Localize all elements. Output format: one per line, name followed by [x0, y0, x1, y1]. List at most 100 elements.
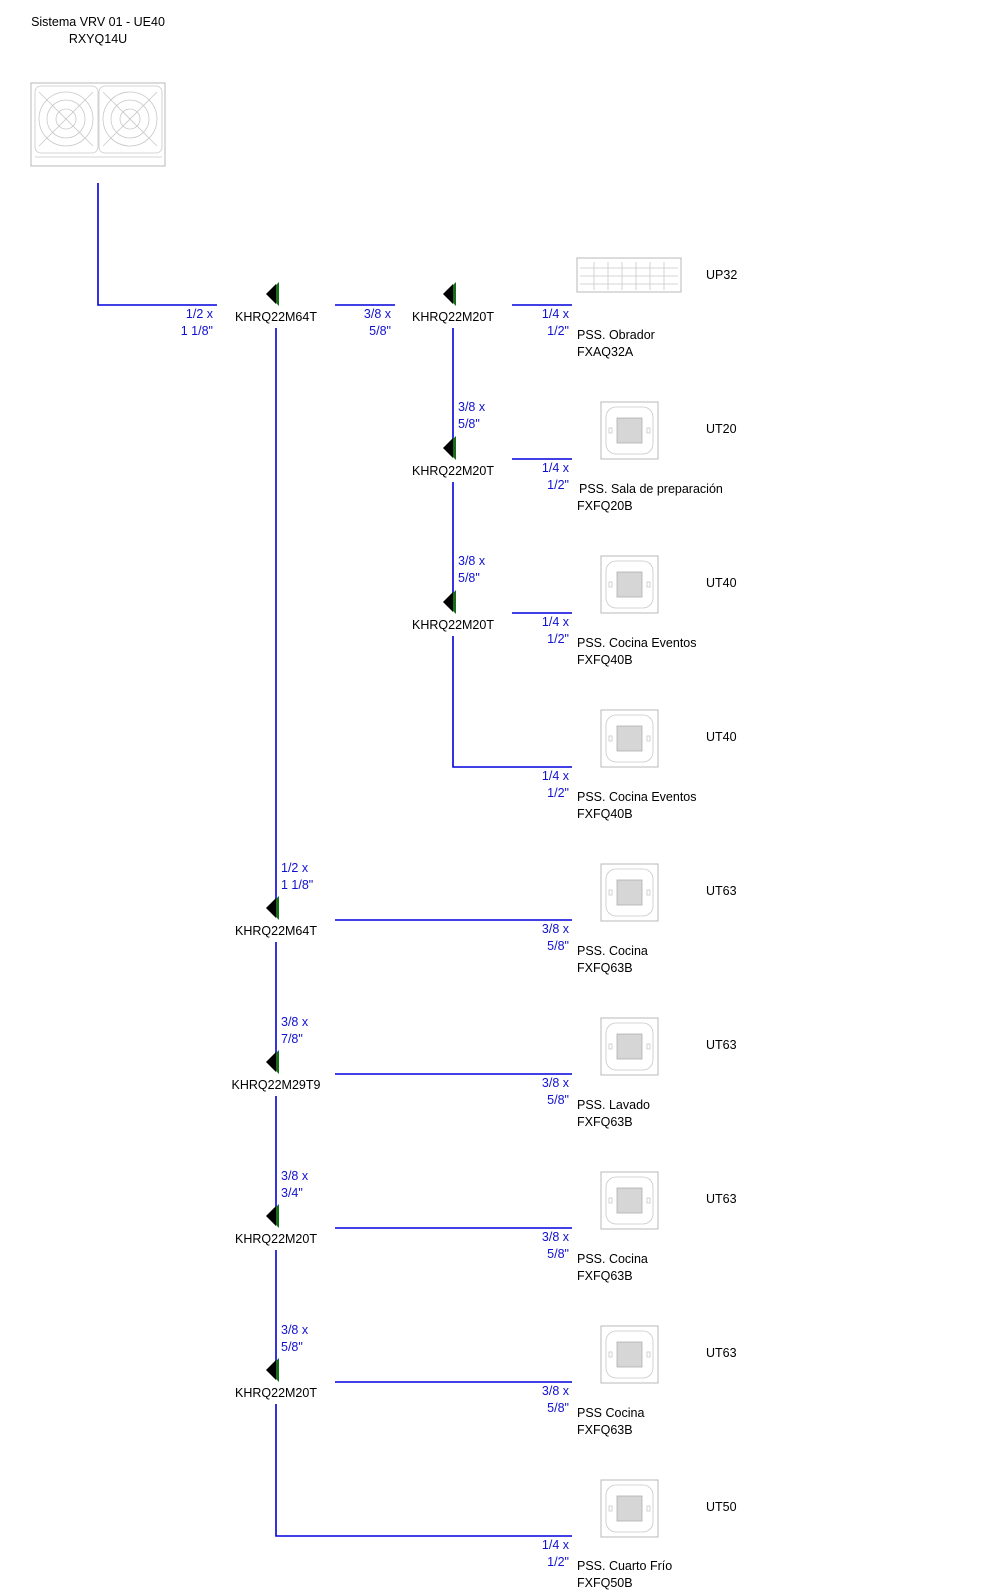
unit-model: FXFQ63B: [577, 1423, 633, 1437]
cassette-unit-icon[interactable]: [600, 555, 659, 614]
unit-model: FXFQ63B: [577, 961, 633, 975]
unit-model: FXAQ32A: [577, 345, 634, 359]
unit-pipe-label: 1/2": [547, 324, 569, 338]
cassette-unit-icon[interactable]: [600, 1171, 659, 1230]
unit-model: FXFQ63B: [577, 1115, 633, 1129]
pipe-label: 1/2 x: [186, 307, 214, 321]
cassette-unit-icon[interactable]: [600, 401, 659, 460]
pipe-label: 7/8": [281, 1032, 303, 1046]
pipe-label: 3/4": [281, 1186, 303, 1200]
unit-model: FXFQ50B: [577, 1576, 633, 1590]
pipe-label: 3/8 x: [281, 1169, 309, 1183]
pipe-label: 3/8 x: [281, 1015, 309, 1029]
unit-model: FXFQ40B: [577, 807, 633, 821]
refnet-joints: KHRQ22M64T KHRQ22M20T KHRQ22M20T KHRQ22M…: [232, 282, 494, 1400]
cassette-unit-icon[interactable]: [600, 1017, 659, 1076]
outdoor-unit-icon[interactable]: [30, 82, 166, 167]
pipe-label: 3/8 x: [458, 554, 486, 568]
indoor-unit: UP32 1/4 x 1/2" PSS. Obrador FXAQ32A: [542, 257, 737, 359]
unit-pipe-label: 5/8": [547, 939, 569, 953]
system-model: RXYQ14U: [69, 32, 127, 46]
unit-room: PSS Cocina: [577, 1406, 644, 1420]
unit-pipe-label: 1/4 x: [542, 1538, 570, 1552]
indoor-unit: UT40 1/4 x 1/2" PSS. Cocina Eventos FXFQ…: [542, 555, 737, 667]
joint-label: KHRQ22M20T: [412, 310, 494, 324]
unit-room: PSS. Cocina: [577, 944, 648, 958]
pipe-j4-unit4-line[interactable]: [452, 636, 572, 768]
unit-code: UT50: [706, 1500, 737, 1514]
pipe-main-line[interactable]: [97, 183, 217, 306]
unit-pipe-label: 1/2": [547, 478, 569, 492]
unit-pipe-label: 1/2": [547, 632, 569, 646]
pipe-label: 5/8": [458, 417, 480, 431]
wall-unit-icon[interactable]: [576, 257, 682, 293]
unit-model: FXFQ63B: [577, 1269, 633, 1283]
pipe-network: [97, 183, 572, 1537]
indoor-unit: UT63 3/8 x 5/8" PSS. Cocina FXFQ63B: [542, 1171, 737, 1283]
unit-room: PSS. Sala de preparación: [579, 482, 723, 496]
pipe-label: 1 1/8": [181, 324, 213, 338]
pipe-label: 5/8": [369, 324, 391, 338]
pipe-label: 3/8 x: [281, 1323, 309, 1337]
unit-room: PSS. Lavado: [577, 1098, 650, 1112]
pipe-size-labels: 1/2 x 1 1/8" 3/8 x 5/8" 3/8 x 5/8" 3/8 x…: [181, 307, 486, 1354]
cassette-unit-icon[interactable]: [600, 1325, 659, 1384]
indoor-unit: UT63 3/8 x 5/8" PSS. Cocina FXFQ63B: [542, 863, 737, 975]
joint-label: KHRQ22M20T: [412, 464, 494, 478]
pipe-label: 3/8 x: [458, 400, 486, 414]
refnet-joint-icon[interactable]: [443, 436, 456, 460]
cassette-unit-icon[interactable]: [600, 1479, 659, 1538]
refnet-joint-icon[interactable]: [266, 1204, 279, 1228]
indoor-unit: UT63 3/8 x 5/8" PSS Cocina FXFQ63B: [542, 1325, 737, 1437]
unit-room: PSS. Cocina Eventos: [577, 790, 697, 804]
refnet-joint-icon[interactable]: [266, 1050, 279, 1074]
unit-room: PSS. Cuarto Frío: [577, 1559, 672, 1573]
unit-pipe-label: 1/2": [547, 786, 569, 800]
refnet-joint-icon[interactable]: [266, 282, 279, 306]
unit-pipe-label: 3/8 x: [542, 1384, 570, 1398]
joint-label: KHRQ22M20T: [235, 1232, 317, 1246]
unit-pipe-label: 1/4 x: [542, 769, 570, 783]
joint-label: KHRQ22M20T: [412, 618, 494, 632]
unit-pipe-label: 1/4 x: [542, 461, 570, 475]
refnet-joint-icon[interactable]: [266, 1358, 279, 1382]
joint-label: KHRQ22M29T9: [232, 1078, 321, 1092]
indoor-unit: UT20 1/4 x 1/2" PSS. Sala de preparación…: [542, 401, 737, 513]
pipe-label: 3/8 x: [364, 307, 392, 321]
unit-pipe-label: 3/8 x: [542, 922, 570, 936]
cassette-unit-icon[interactable]: [600, 863, 659, 922]
system-title: Sistema VRV 01 - UE40: [31, 15, 165, 29]
unit-code: UT63: [706, 884, 737, 898]
pipe-label: 1 1/8": [281, 878, 313, 892]
indoor-units: UP32 1/4 x 1/2" PSS. Obrador FXAQ32A UT2…: [542, 257, 737, 1590]
pipe-label: 5/8": [281, 1340, 303, 1354]
unit-pipe-label: 1/2": [547, 1555, 569, 1569]
refnet-joint-icon[interactable]: [443, 282, 456, 306]
joint-label: KHRQ22M64T: [235, 310, 317, 324]
pipe-label: 5/8": [458, 571, 480, 585]
unit-pipe-label: 1/4 x: [542, 615, 570, 629]
unit-pipe-label: 5/8": [547, 1401, 569, 1415]
refnet-joint-icon[interactable]: [266, 896, 279, 920]
cassette-unit-icon[interactable]: [600, 709, 659, 768]
unit-pipe-label: 5/8": [547, 1247, 569, 1261]
indoor-unit: UT40 1/4 x 1/2" PSS. Cocina Eventos FXFQ…: [542, 709, 737, 821]
joint-label: KHRQ22M64T: [235, 924, 317, 938]
unit-code: UT63: [706, 1038, 737, 1052]
unit-pipe-label: 3/8 x: [542, 1076, 570, 1090]
indoor-unit: UT50 1/4 x 1/2" PSS. Cuarto Frío FXFQ50B: [542, 1479, 737, 1590]
unit-room: PSS. Cocina: [577, 1252, 648, 1266]
unit-code: UT20: [706, 422, 737, 436]
unit-model: FXFQ20B: [577, 499, 633, 513]
unit-room: PSS. Obrador: [577, 328, 655, 342]
unit-code: UP32: [706, 268, 737, 282]
unit-code: UT63: [706, 1192, 737, 1206]
joint-label: KHRQ22M20T: [235, 1386, 317, 1400]
unit-code: UT63: [706, 1346, 737, 1360]
refnet-joint-icon[interactable]: [443, 590, 456, 614]
unit-code: UT40: [706, 576, 737, 590]
pipe-j8-unit9-line[interactable]: [275, 1404, 572, 1537]
unit-pipe-label: 5/8": [547, 1093, 569, 1107]
unit-room: PSS. Cocina Eventos: [577, 636, 697, 650]
